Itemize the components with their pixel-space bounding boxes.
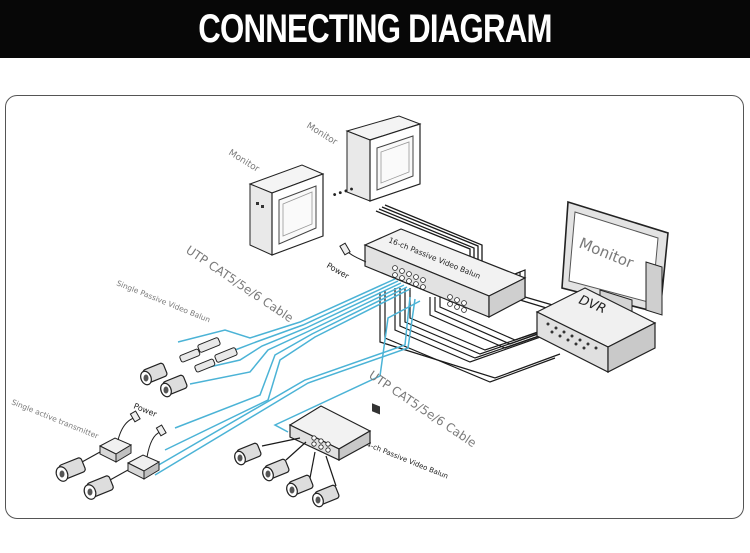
camera-6 [262,458,290,482]
camera-2 [160,374,188,398]
monitor-left [248,164,325,256]
camera-5 [234,442,262,466]
balun-4ch-wires [261,437,337,487]
utp-mid-label: UTP CAT5/5e/6 Cable [366,368,479,450]
power-adapter-top [339,242,367,263]
power-adapter-bottom [117,410,167,458]
page-title: CONNECTING DIAGRAM [198,7,552,51]
camera-8 [312,484,340,508]
dvr [535,287,657,373]
power-top-label: Power [325,261,351,281]
camera-1 [140,362,168,386]
active-transmitter-2 [126,454,161,480]
monitor-left-label: Monitor [226,148,261,175]
single-passive-baluns [179,337,238,373]
dvr-wires [379,269,576,383]
active-transmitter-1 [98,437,133,463]
balun-4ch-label: 4-ch Passive Video Balun [365,440,449,480]
balun-4ch [288,405,372,462]
balun-16ch [363,228,527,415]
camera-7 [286,474,314,498]
monitor-top-label: Monitor [304,121,339,148]
ellipsis-dots: •••• [331,184,357,202]
camera-3 [55,451,101,482]
utp-cables [149,278,421,476]
single-passive-label: Single Passive Video Balun [115,279,212,325]
single-active-label: Single active transmitter [10,398,100,441]
title-banner: CONNECTING DIAGRAM [0,0,750,58]
monitor-top [345,115,422,202]
camera-4 [83,469,129,500]
